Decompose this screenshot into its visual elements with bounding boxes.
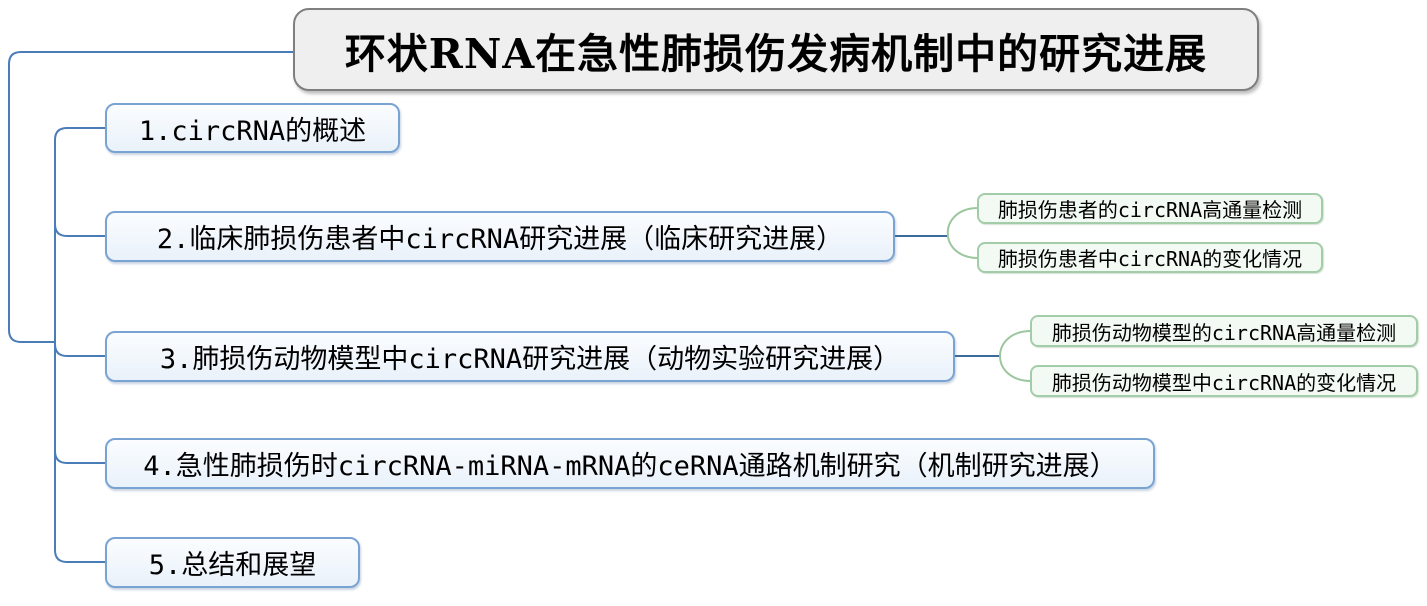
child-node-3-1-animal-highthroughput[interactable]: 肺损伤动物模型的circRNA高通量检测 (1030, 315, 1418, 347)
branch-node-4-cerna-mechanism[interactable]: 4.急性肺损伤时circRNA-miRNA-mRNA的ceRNA通路机制研究（机… (105, 438, 1155, 489)
branch-node-5-summary-outlook[interactable]: 5.总结和展望 (105, 537, 360, 588)
trunk-line (54, 127, 105, 563)
root-node-title[interactable]: 环状RNA在急性肺损伤发病机制中的研究进展 (293, 8, 1259, 91)
child-node-3-2-animal-circrna-changes[interactable]: 肺损伤动物模型中circRNA的变化情况 (1030, 365, 1418, 397)
branch-node-3-animal-model-progress[interactable]: 3.肺损伤动物模型中circRNA研究进展（动物实验研究进展） (105, 331, 955, 382)
branch-node-2-clinical-progress[interactable]: 2.临床肺损伤患者中circRNA研究进展（临床研究进展） (105, 211, 895, 262)
child-node-2-1-patient-highthroughput[interactable]: 肺损伤患者的circRNA高通量检测 (977, 193, 1323, 224)
branch-2-connector-line (54, 223, 105, 237)
branch-3-connector-line (54, 343, 105, 357)
branch-3-children-fork-arc (999, 330, 1031, 382)
branch-2-children-fork-arc (946, 207, 978, 259)
root-connector-line (8, 51, 293, 343)
branch-node-1-circrna-overview[interactable]: 1.circRNA的概述 (105, 103, 400, 153)
branch-4-connector-line (54, 450, 105, 464)
child-node-2-2-patient-circrna-changes[interactable]: 肺损伤患者中circRNA的变化情况 (977, 242, 1323, 273)
